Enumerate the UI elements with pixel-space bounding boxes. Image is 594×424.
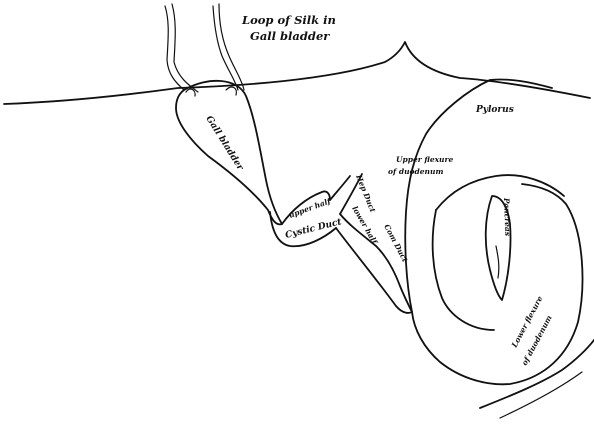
label-silk-line2: Gall bladder: [250, 29, 330, 43]
hepatic-duct-left: [330, 176, 350, 200]
label-silk-line1: Loop of Silk in: [241, 13, 336, 27]
silk-strand-right-inner: [219, 4, 244, 90]
label-upper-flexure-line2: of duodenum: [388, 167, 443, 176]
label-gall-bladder: Gall bladder: [203, 114, 245, 173]
label-upper-half: upper half: [288, 196, 334, 220]
duodenum-inner-curve: [436, 175, 564, 210]
label-pancreas: Pancreas: [502, 197, 512, 237]
label-upper-flexure-line1: Upper flexure: [396, 155, 453, 164]
common-duct-right: [340, 214, 412, 312]
liver-outline: [4, 42, 590, 104]
silk-strand-left-inner: [172, 4, 198, 92]
pancreas-duct: [496, 246, 499, 278]
duodenum-inner-wall: [433, 210, 494, 330]
label-pylorus: Pylorus: [475, 105, 514, 115]
